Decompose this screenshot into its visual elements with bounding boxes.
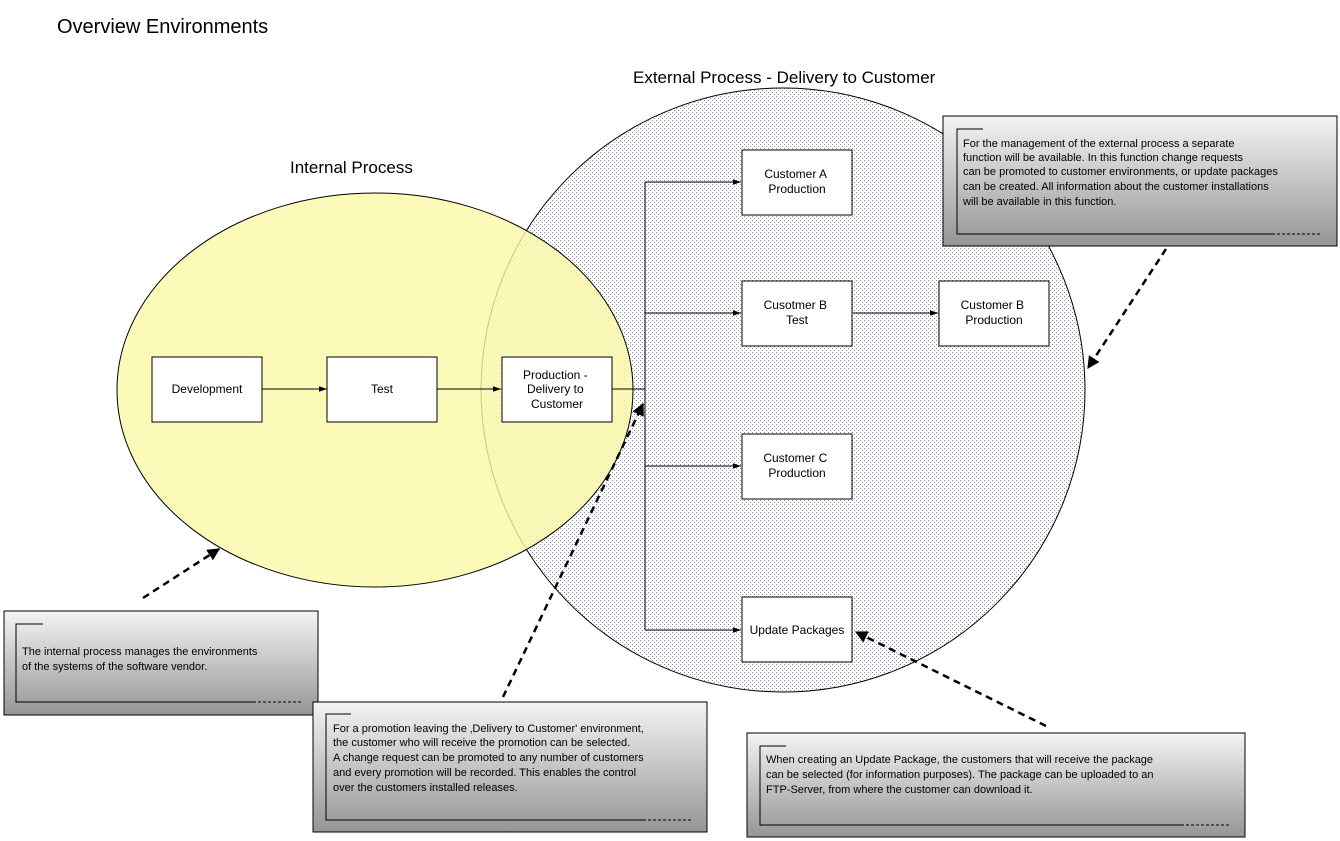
box-customer-b-test-label: Cusotmer B Test: [764, 298, 831, 327]
note-update-package-text: When creating an Update Package, the cus…: [766, 754, 1157, 796]
note-promotion-text: For a promotion leaving the ‚Delivery to…: [333, 723, 647, 794]
box-development-label: Development: [172, 382, 243, 396]
callout-arrow-internal: [142, 547, 221, 600]
box-test: Test: [326, 356, 438, 423]
box-customer-a-production-label: Customer A Production: [764, 167, 829, 196]
callout-arrow-update-package: [854, 630, 1047, 728]
box-customer-b-production: Customer B Production: [938, 280, 1050, 347]
callout-arrow-promotion: [501, 402, 645, 698]
box-test-label: Test: [371, 382, 394, 396]
box-production-delivery-label: Production - Delivery to Customer: [523, 368, 591, 411]
connectors: [262, 179, 938, 633]
external-process-label: External Process - Delivery to Customer: [633, 68, 936, 87]
note-external-function-text: For the management of the external proce…: [962, 138, 1281, 208]
box-customer-c-production-label: Customer C Production: [763, 451, 830, 480]
box-customer-b-test: Cusotmer B Test: [741, 280, 853, 347]
box-production-delivery: Production - Delivery to Customer: [501, 356, 613, 423]
callout-arrow-external: [1086, 248, 1168, 370]
note-external-function: For the management of the external proce…: [942, 115, 1338, 247]
box-customer-c-production: Customer C Production: [741, 433, 853, 500]
box-update-packages-label: Update Packages: [750, 623, 845, 637]
note-promotion: For a promotion leaving the ‚Delivery to…: [312, 701, 708, 833]
note-internal-process: The internal process manages the environ…: [3, 610, 319, 716]
box-development: Development: [151, 356, 263, 423]
page-title: Overview Environments: [57, 16, 268, 38]
note-internal-process-text: The internal process manages the environ…: [22, 646, 260, 673]
box-update-packages: Update Packages: [741, 596, 853, 663]
box-customer-b-production-label: Customer B Production: [961, 298, 1028, 327]
note-update-package: When creating an Update Package, the cus…: [746, 732, 1246, 838]
callout-arrows: [142, 248, 1168, 728]
internal-process-label: Internal Process: [290, 158, 413, 177]
box-customer-a-production: Customer A Production: [741, 149, 853, 216]
